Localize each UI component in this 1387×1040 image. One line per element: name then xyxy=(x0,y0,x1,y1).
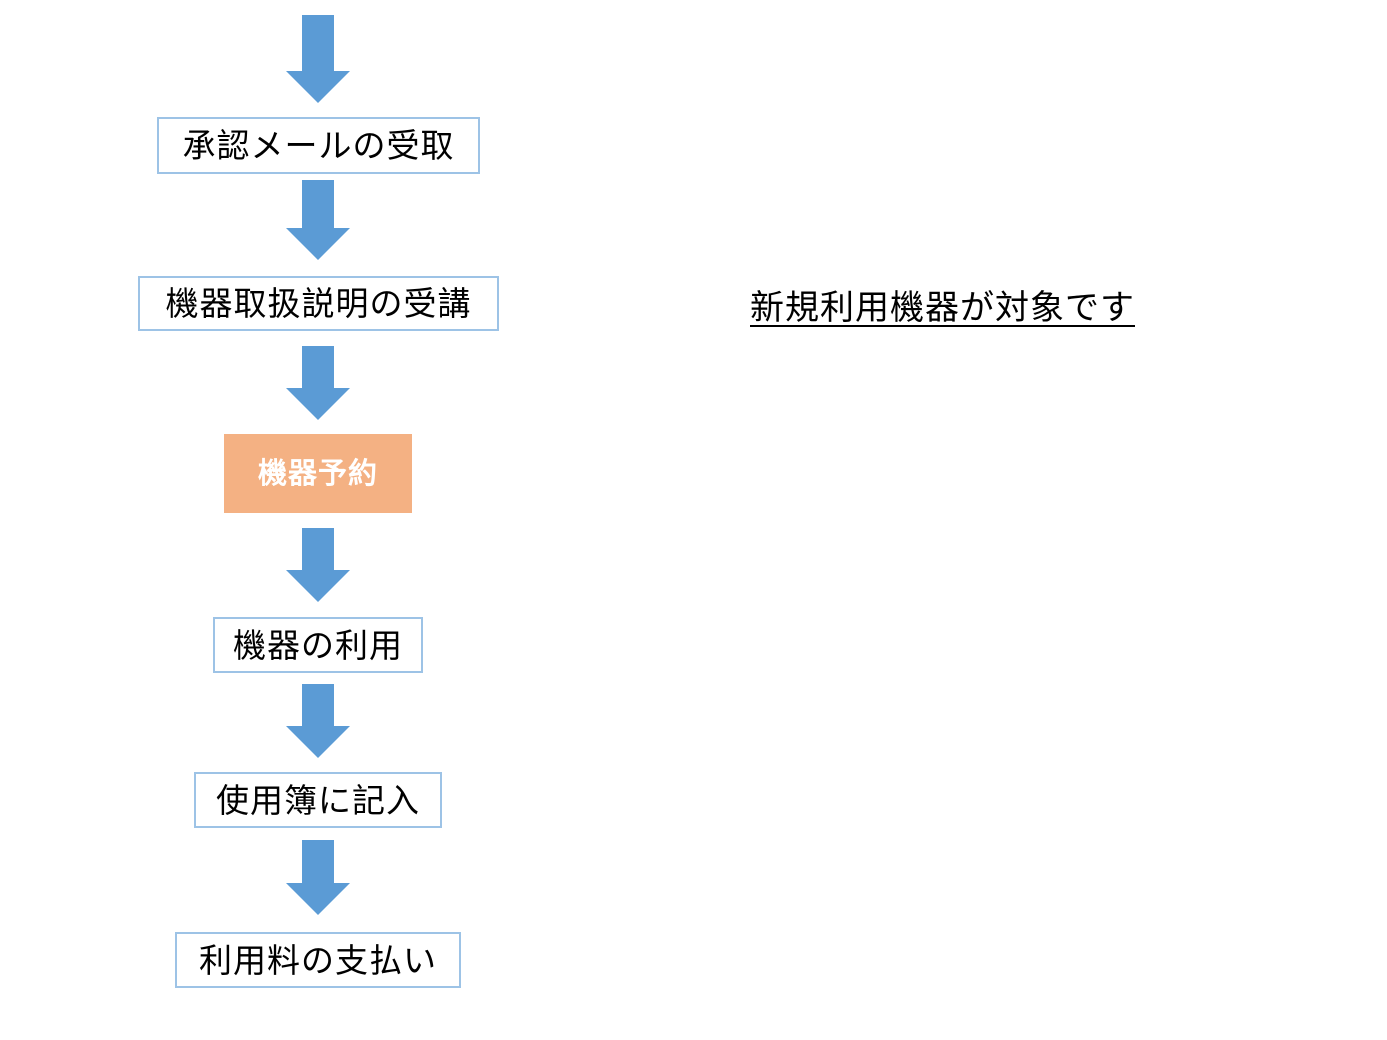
step-label: 利用料の支払い xyxy=(199,940,437,980)
down-arrow-icon xyxy=(286,346,350,420)
step-label: 承認メールの受取 xyxy=(182,126,455,165)
step-equipment-use: 機器の利用 xyxy=(213,617,423,673)
down-arrow-icon xyxy=(286,528,350,602)
step-label: 機器の利用 xyxy=(233,625,403,665)
step-equipment-reservation: 機器予約 xyxy=(224,434,412,513)
step-equipment-training: 機器取扱説明の受講 xyxy=(138,276,499,331)
down-arrow-icon xyxy=(286,180,350,260)
down-arrow-icon xyxy=(286,15,350,103)
step-receive-approval-email: 承認メールの受取 xyxy=(157,117,480,174)
down-arrow-icon xyxy=(286,684,350,758)
down-arrow-icon xyxy=(286,840,350,915)
step-record-logbook: 使用簿に記入 xyxy=(194,772,442,828)
step-label: 使用簿に記入 xyxy=(216,780,420,820)
step-label: 機器予約 xyxy=(257,456,378,490)
step-pay-usage-fee: 利用料の支払い xyxy=(175,932,461,988)
new-equipment-note: 新規利用機器が対象です xyxy=(750,288,1135,328)
step-label: 機器取扱説明の受講 xyxy=(165,284,472,323)
